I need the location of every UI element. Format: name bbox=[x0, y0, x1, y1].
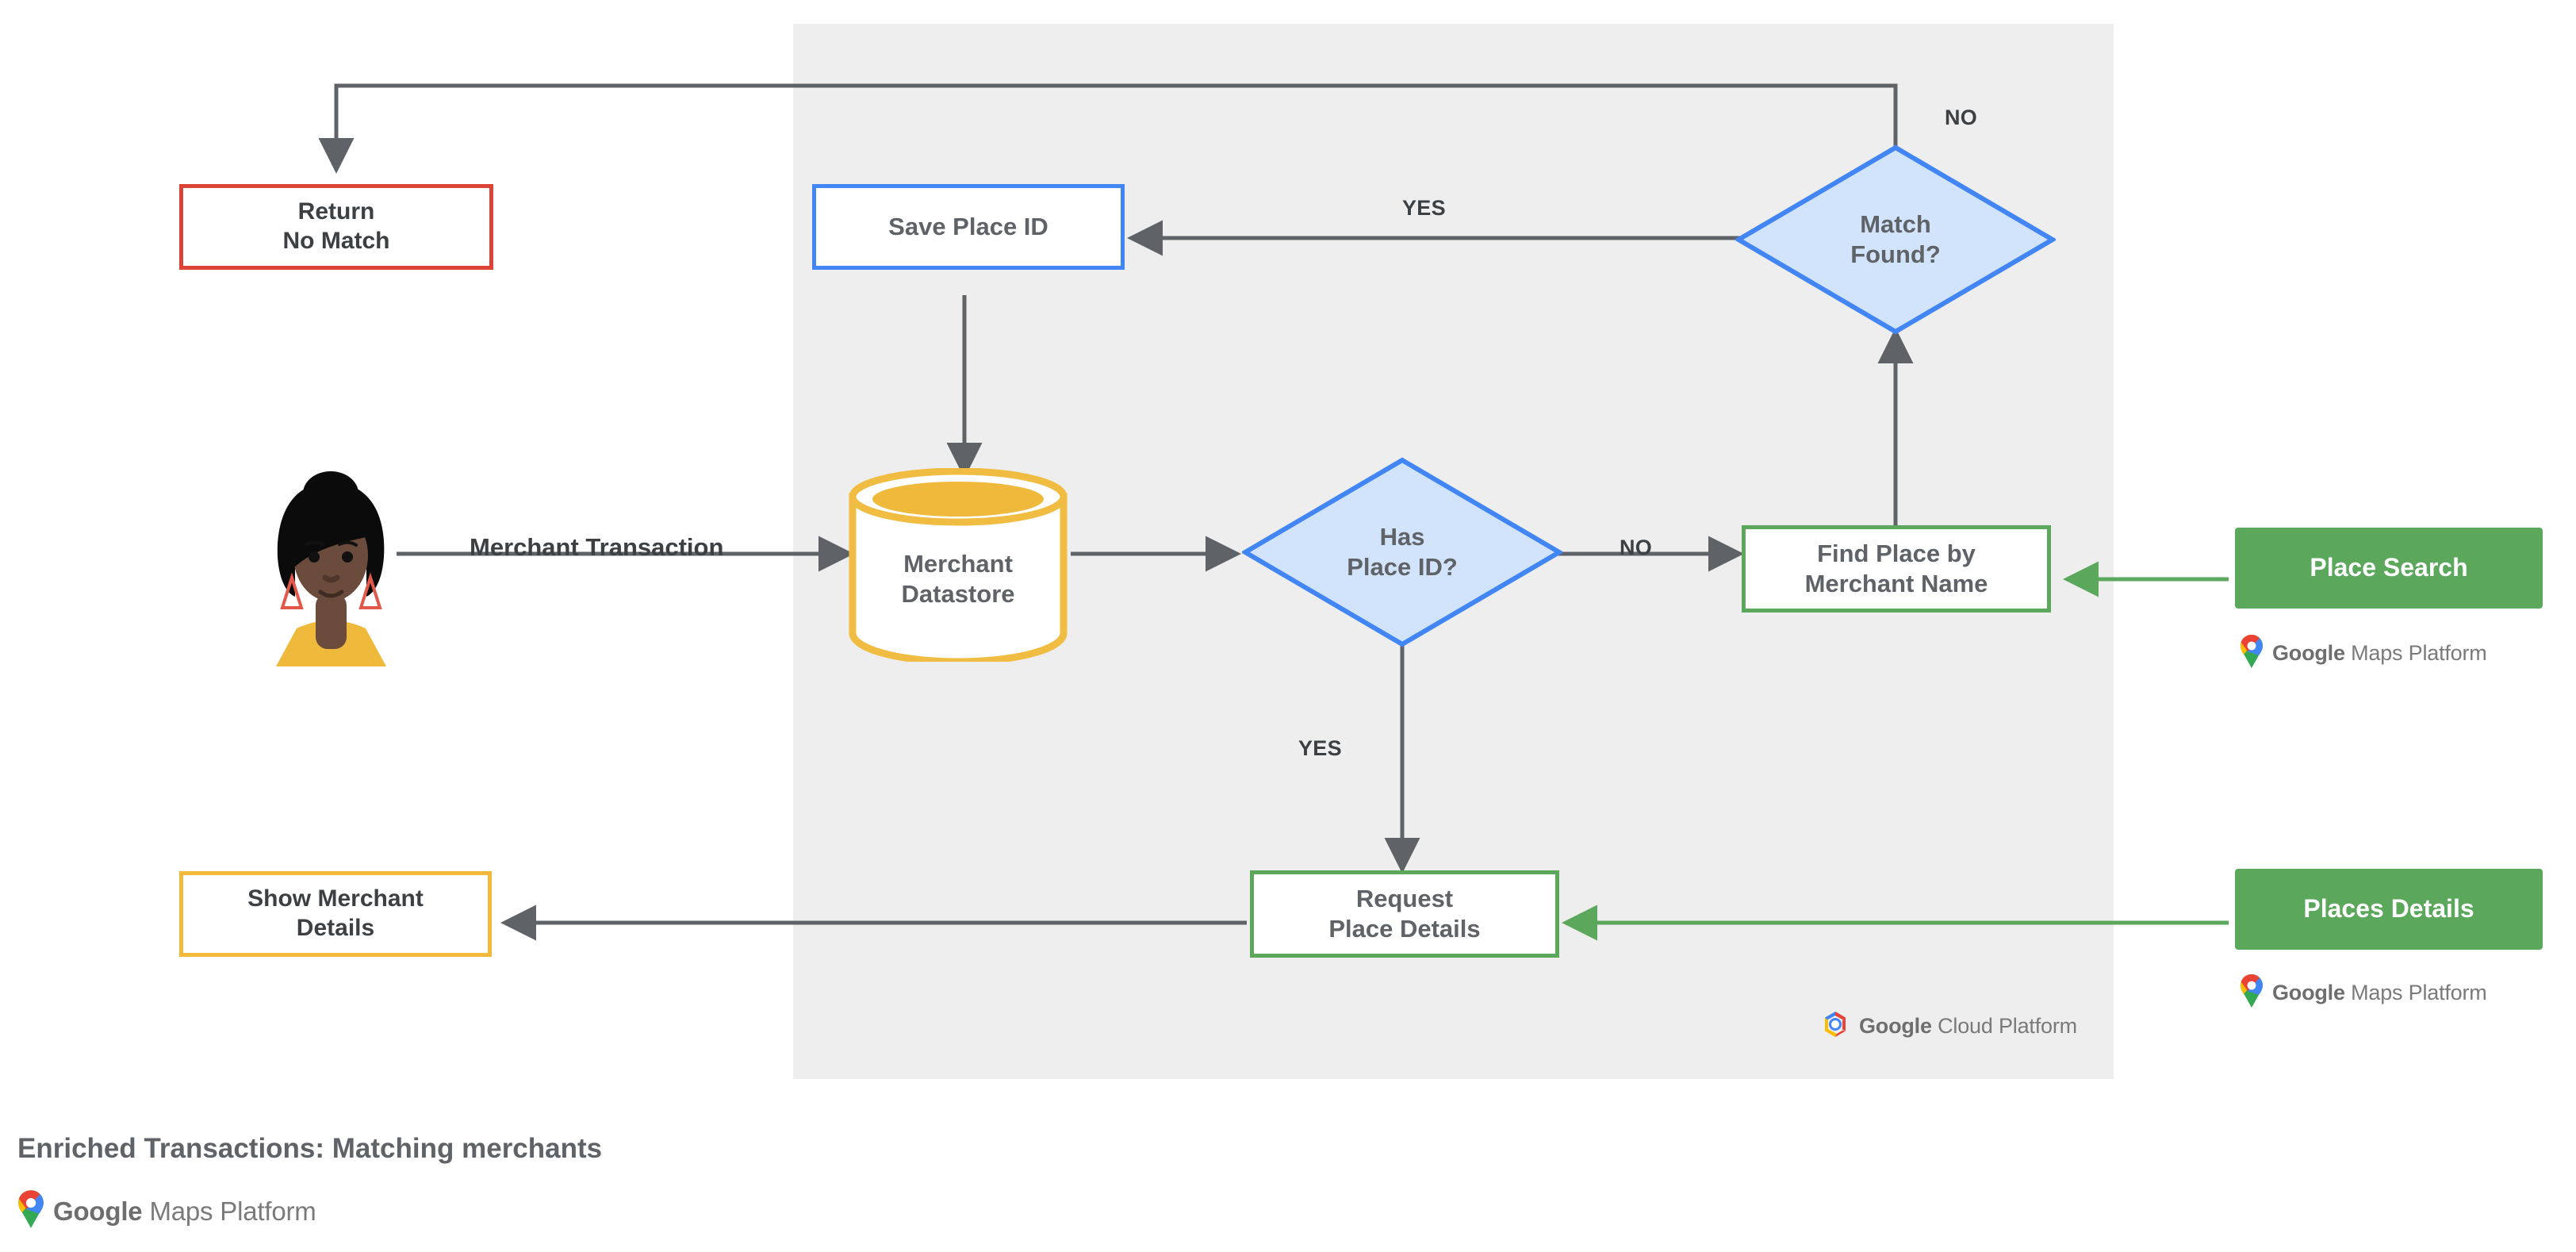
logo-word-google: Google bbox=[2272, 981, 2345, 1004]
edge-label-has-place-id-no: NO bbox=[1620, 536, 1653, 559]
google-maps-platform-logo-text: Google Maps Platform bbox=[2272, 641, 2487, 666]
logo-word-maps-platform: Maps Platform bbox=[149, 1196, 316, 1226]
edge-label-match-found-yes: YES bbox=[1402, 196, 1446, 220]
google-maps-platform-logo-text: Google Maps Platform bbox=[53, 1196, 316, 1227]
logo-word-maps-platform: Maps Platform bbox=[2351, 641, 2487, 665]
node-merchant-datastore-label: Merchant Datastore bbox=[901, 550, 1015, 608]
node-find-place-by-merchant-name-label: Find Place by Merchant Name bbox=[1804, 540, 1988, 597]
logo-word-google: Google bbox=[2272, 641, 2345, 665]
node-match-found-decision[interactable]: Match Found? bbox=[1735, 144, 2056, 335]
node-places-details[interactable]: Places Details bbox=[2235, 869, 2543, 950]
google-maps-platform-logo-place-search: Google Maps Platform bbox=[2240, 635, 2487, 672]
edge-label-has-place-id-yes: YES bbox=[1298, 736, 1342, 760]
edge-label-merchant-transaction: Merchant Transaction bbox=[470, 533, 724, 561]
node-place-search[interactable]: Place Search bbox=[2235, 528, 2543, 609]
google-maps-pin-icon bbox=[2240, 635, 2264, 672]
node-request-place-details-label: Request Place Details bbox=[1328, 885, 1481, 943]
edge-label-match-found-no: NO bbox=[1945, 106, 1978, 129]
node-show-merchant-details-label: Show Merchant Details bbox=[247, 885, 424, 941]
google-cloud-platform-logo: Google Cloud Platform bbox=[1820, 1009, 2077, 1043]
page-title: Enriched Transactions: Matching merchant… bbox=[17, 1133, 603, 1164]
node-has-place-id-label: Has Place ID? bbox=[1347, 523, 1458, 581]
node-place-search-label: Place Search bbox=[2310, 553, 2468, 582]
google-maps-pin-icon bbox=[17, 1190, 44, 1232]
node-has-place-id-decision[interactable]: Has Place ID? bbox=[1242, 457, 1562, 647]
google-maps-platform-logo-footer: Google Maps Platform bbox=[17, 1190, 316, 1232]
logo-word-google: Google bbox=[1859, 1014, 1932, 1038]
google-maps-platform-logo-text: Google Maps Platform bbox=[2272, 981, 2487, 1005]
logo-word-google: Google bbox=[53, 1196, 143, 1226]
node-save-place-id[interactable]: Save Place ID bbox=[812, 184, 1125, 270]
user-avatar-icon bbox=[262, 460, 401, 666]
node-request-place-details[interactable]: Request Place Details bbox=[1250, 870, 1559, 958]
google-cloud-hexagon-icon bbox=[1820, 1009, 1850, 1043]
google-maps-platform-logo-places-details: Google Maps Platform bbox=[2240, 974, 2487, 1012]
logo-word-cloud-platform: Cloud Platform bbox=[1938, 1014, 2077, 1038]
node-places-details-label: Places Details bbox=[2303, 894, 2474, 924]
node-show-merchant-details[interactable]: Show Merchant Details bbox=[179, 871, 492, 957]
node-find-place-by-merchant-name[interactable]: Find Place by Merchant Name bbox=[1742, 525, 2051, 613]
node-return-no-match[interactable]: Return No Match bbox=[179, 184, 493, 270]
node-match-found-label: Match Found? bbox=[1850, 210, 1941, 268]
node-merchant-datastore[interactable]: Merchant Datastore bbox=[845, 468, 1071, 662]
google-cloud-platform-logo-text: Google Cloud Platform bbox=[1859, 1014, 2077, 1039]
logo-word-maps-platform: Maps Platform bbox=[2351, 981, 2487, 1004]
google-maps-pin-icon bbox=[2240, 974, 2264, 1012]
node-save-place-id-label: Save Place ID bbox=[888, 213, 1048, 241]
node-return-no-match-label: Return No Match bbox=[282, 198, 390, 254]
